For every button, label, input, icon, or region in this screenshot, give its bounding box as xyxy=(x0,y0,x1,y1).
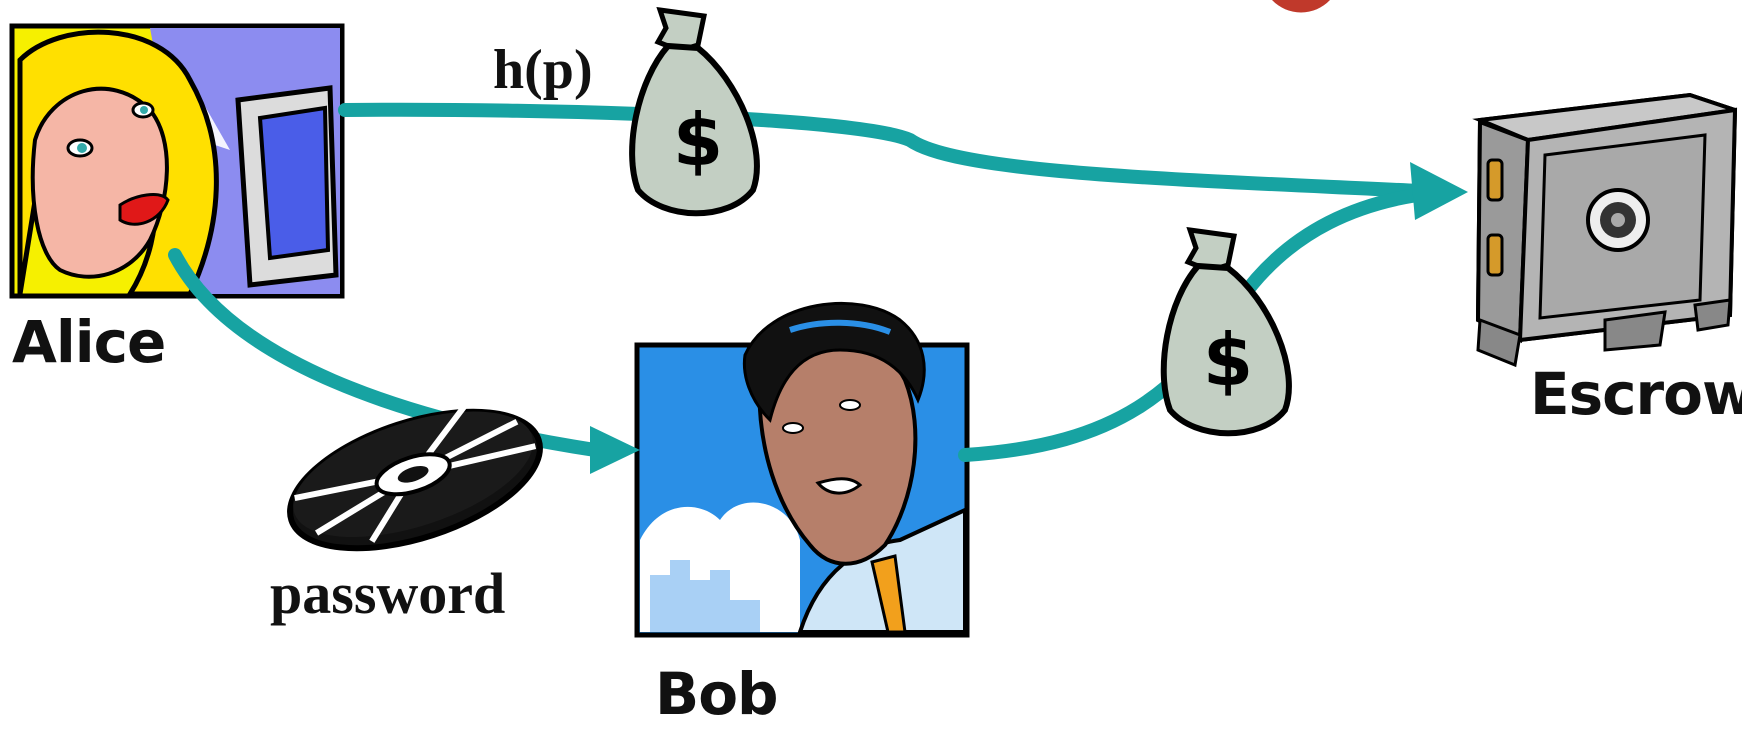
red-circle-decoration xyxy=(1272,0,1330,13)
disc-icon xyxy=(287,404,543,552)
svg-text:$: $ xyxy=(673,98,723,182)
bob-image xyxy=(634,302,970,638)
svg-text:$: $ xyxy=(1203,318,1253,402)
password-label: password xyxy=(270,561,506,626)
hash-label: h(p) xyxy=(493,39,593,101)
money-bag-icon: $ xyxy=(1160,226,1292,437)
safe-image xyxy=(1472,92,1738,368)
alice-image xyxy=(9,23,345,299)
escrow-label: Escrow xyxy=(1530,360,1742,428)
bob-label: Bob xyxy=(655,660,779,728)
money-bag-icon: $ xyxy=(629,6,760,217)
alice-label: Alice xyxy=(12,308,166,376)
arrow-alice-to-escrow xyxy=(338,102,1447,199)
